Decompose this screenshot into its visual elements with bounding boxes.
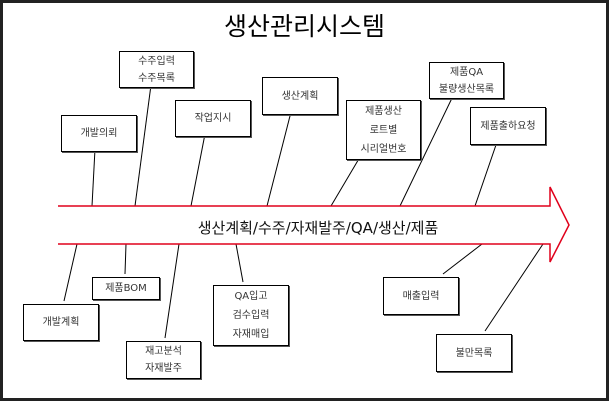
box-text: 작업지시 <box>194 113 232 124</box>
box-text: 불량생산목록 <box>438 83 495 95</box>
box-text: 개발계획 <box>42 317 80 328</box>
box-dev-request: 개발의뢰 <box>61 115 137 152</box>
box-text: 자재발주 <box>145 363 182 374</box>
branch-line <box>63 243 78 302</box>
box-product-bom: 제품BOM <box>92 277 160 300</box>
box-complaints: 불만목록 <box>436 334 512 372</box>
branch-line <box>442 243 483 275</box>
box-text: 불만목록 <box>455 347 493 359</box>
branch-line <box>134 84 152 207</box>
branch-line <box>124 243 127 275</box>
branch-line <box>164 243 180 339</box>
branch-line <box>399 95 454 207</box>
branch-line <box>474 141 498 207</box>
box-text: 제품출하요청 <box>480 120 536 132</box>
box-shipment-request: 제품출하요청 <box>470 107 546 145</box>
branch-line <box>190 133 206 207</box>
box-dev-plan: 개발계획 <box>23 304 99 341</box>
box-text: QA입고 <box>234 291 268 302</box>
box-sales-entry: 매출입력 <box>383 277 459 315</box>
box-text: 개발의뢰 <box>80 128 118 139</box>
branch-line <box>91 148 96 207</box>
box-text: 로트별 <box>369 124 398 136</box>
box-text: 수주입력 <box>138 55 175 67</box>
box-text: 제품QA <box>449 66 484 78</box>
box-text: 수주목록 <box>138 72 175 84</box>
box-text: 자재매입 <box>232 329 270 340</box>
spine-arrow <box>58 186 570 263</box>
box-text: 제품생산 <box>365 105 402 117</box>
branch-line <box>266 111 292 207</box>
branch-line <box>484 243 544 332</box>
box-work-order: 작업지시 <box>175 100 251 137</box>
box-production-plan: 생산계획 <box>262 77 338 115</box>
box-text: 검수입력 <box>232 310 270 321</box>
box-text: 매출입력 <box>402 290 440 302</box>
spine-label: 생산계획/수주/자재발주/QA/생산/제품 <box>197 219 439 237</box>
box-product-qa: 제품QA 불량생산목록 <box>429 62 504 99</box>
box-text: 제품BOM <box>105 283 147 294</box>
branch-line <box>330 156 361 207</box>
diagram-title: 생산관리시스템 <box>223 12 385 41</box>
box-text: 재고분석 <box>145 346 182 357</box>
box-text: 시리얼번호 <box>360 143 407 155</box>
box-text: 생산계획 <box>281 90 319 102</box>
branch-line <box>235 243 244 283</box>
